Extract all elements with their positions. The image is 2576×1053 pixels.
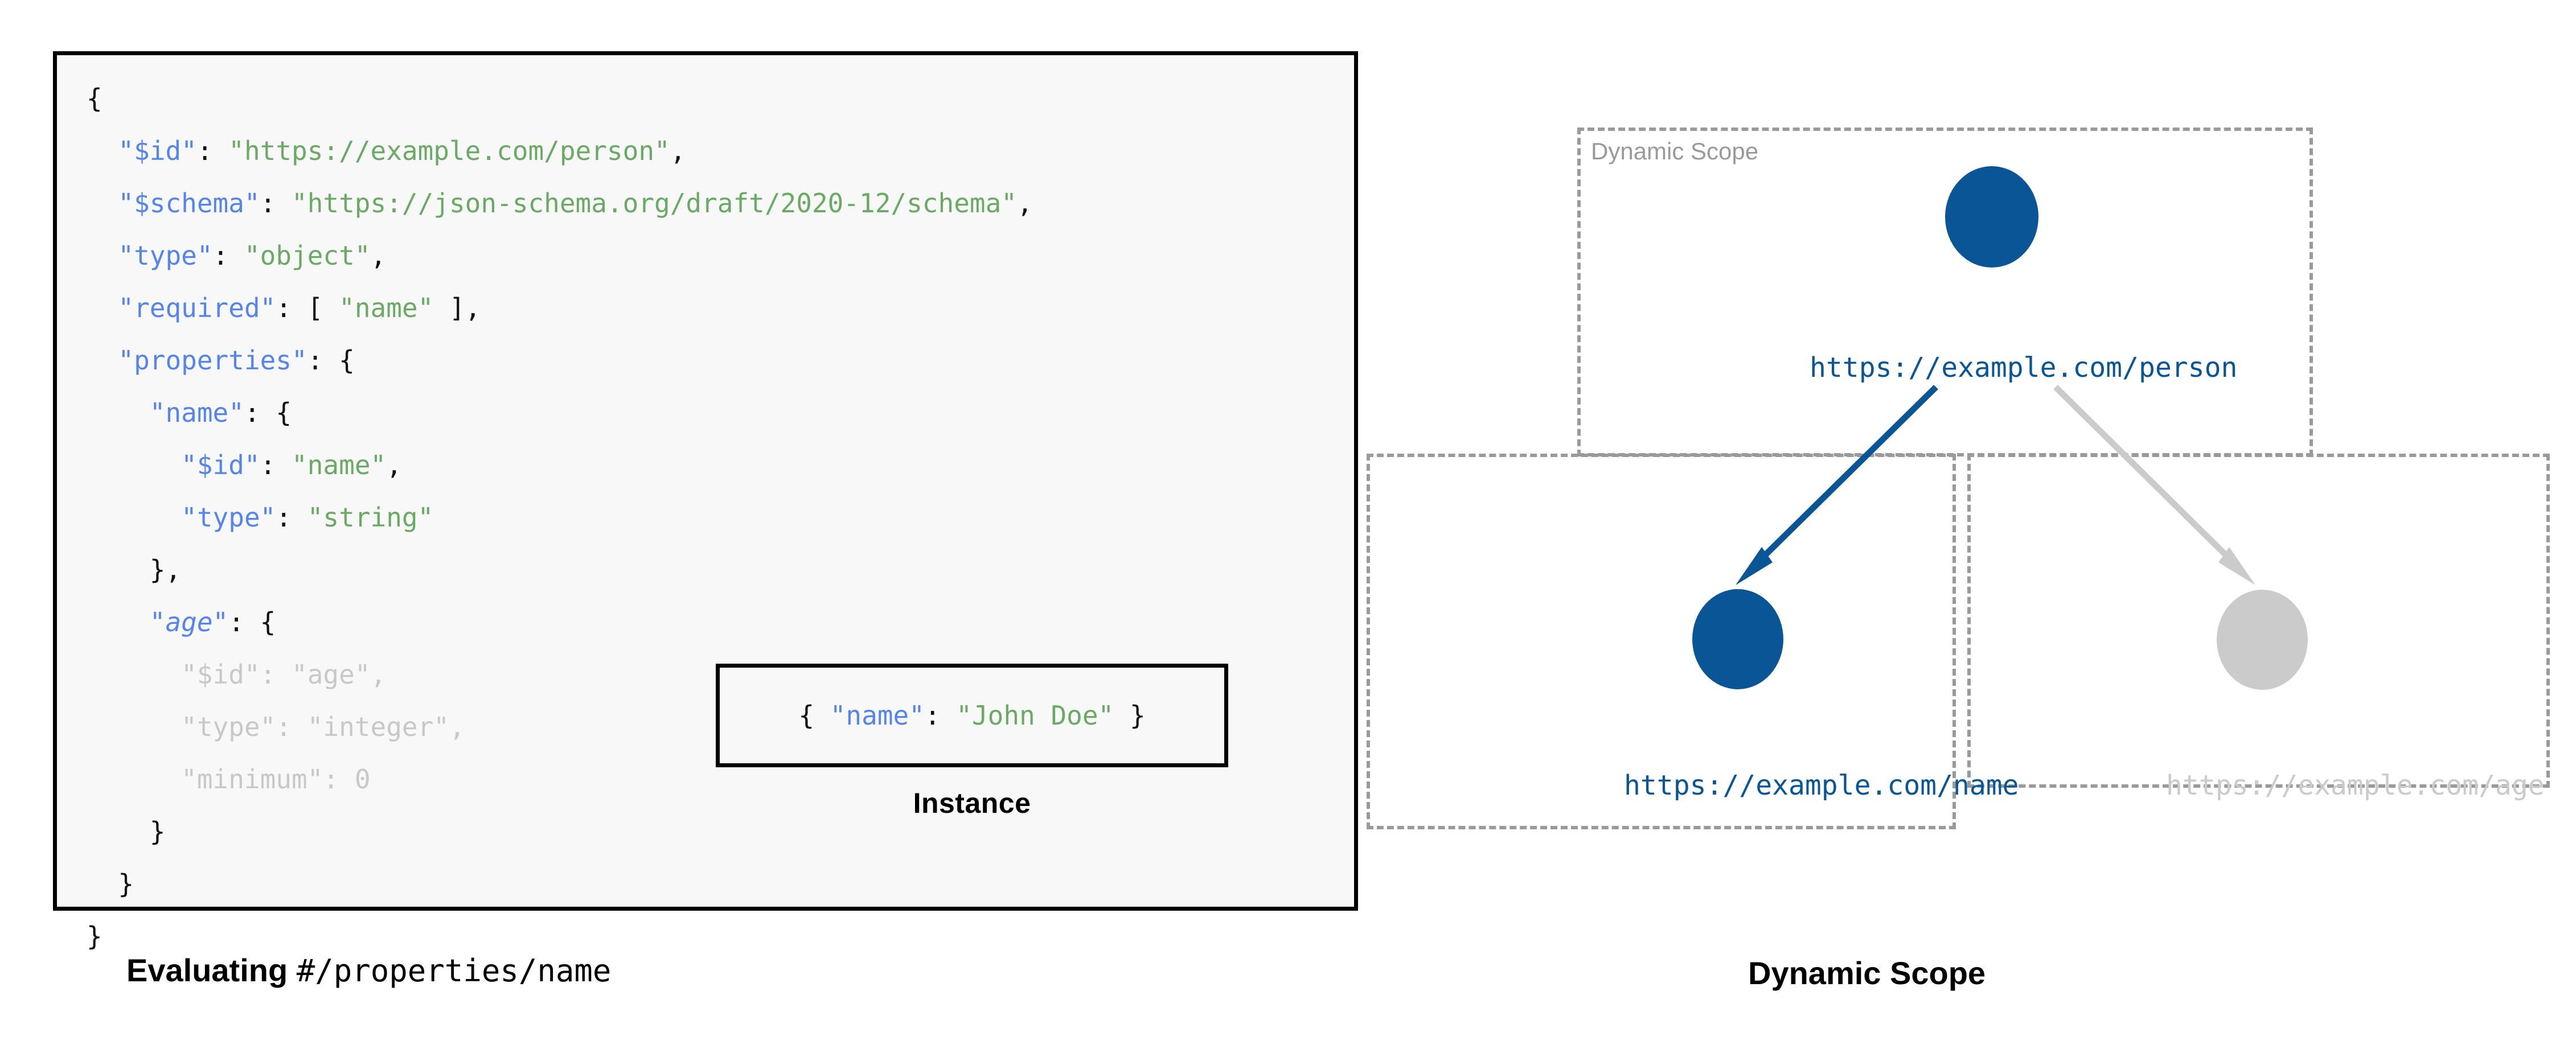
schema-line: "age": { — [87, 596, 1033, 648]
schema-line: } — [87, 910, 1033, 962]
schema-token: "properties" — [118, 345, 307, 376]
schema-token: "object" — [244, 240, 371, 271]
schema-line: "minimum": 0 — [87, 753, 1033, 805]
schema-panel: { "$id": "https://example.com/person", "… — [53, 51, 1358, 989]
schema-token: : — [323, 764, 355, 795]
schema-token: "https://example.com/person" — [228, 135, 670, 166]
schema-line: "$id": "name", — [87, 439, 1033, 491]
schema-token: "type" — [118, 240, 213, 271]
schema-token: "$id" — [118, 135, 197, 166]
instance-box: { "name": "John Doe" } — [716, 664, 1228, 767]
instance-token: : — [924, 700, 957, 731]
schema-token: { — [87, 83, 102, 114]
schema-line: "required": [ "name" ], — [87, 282, 1033, 334]
instance-group: { "name": "John Doe" } Instance — [716, 664, 1228, 820]
schema-token: "$id" — [181, 450, 260, 480]
instance-token: { — [798, 700, 830, 731]
schema-code-text: { "$id": "https://example.com/person", "… — [87, 72, 1033, 962]
schema-token: , — [370, 240, 387, 271]
scope-box-root — [1577, 127, 2313, 456]
schema-token: : — [196, 135, 229, 166]
schema-line: "type": "string" — [87, 491, 1033, 544]
schema-line: "type": "object", — [87, 229, 1033, 282]
schema-token: } — [149, 816, 166, 847]
schema-token: } — [118, 869, 134, 899]
schema-token: , — [1016, 188, 1033, 219]
schema-token: : { — [228, 607, 276, 637]
schema-token: : [ — [276, 293, 339, 323]
schema-token: : — [260, 659, 292, 690]
schema-token: "string" — [307, 502, 434, 533]
schema-token: : — [276, 502, 307, 533]
schema-token: } — [87, 921, 102, 952]
schema-line: "properties": { — [87, 334, 1033, 386]
node-name — [1692, 589, 1783, 689]
schema-line: { — [87, 72, 1033, 125]
schema-token: "https://json-schema.org/draft/2020-12/s… — [292, 188, 1017, 219]
schema-token: "name" — [149, 397, 244, 428]
schema-token: : — [260, 450, 292, 480]
schema-token: "$id" — [181, 659, 260, 690]
node-age-label: https://example.com/age — [2166, 770, 2545, 801]
schema-token: , — [370, 659, 387, 690]
schema-token: : { — [244, 397, 292, 428]
schema-line: "$id": "https://example.com/person", — [87, 125, 1033, 177]
schema-token: "name" — [339, 293, 434, 323]
instance-code-text: { "name": "John Doe" } — [798, 700, 1145, 731]
schema-token: , — [386, 450, 402, 480]
instance-token: } — [1114, 700, 1146, 731]
schema-code-block: { "$id": "https://example.com/person", "… — [53, 51, 1358, 952]
node-person-label: https://example.com/person — [1810, 352, 2238, 384]
schema-token: "name" — [292, 450, 387, 480]
schema-token: : — [260, 188, 292, 219]
schema-line: "type": "integer", — [87, 701, 1033, 753]
scope-box-name — [1367, 454, 1956, 829]
schema-token: "integer" — [307, 711, 449, 742]
scope-box-age — [1967, 454, 2550, 788]
dynamic-scope-caption: Dynamic Scope — [1748, 955, 1986, 991]
dynamic-scope-panel: Dynamic Scope https://example.com/person… — [1367, 0, 2576, 1053]
schema-token: "minimum" — [181, 764, 323, 795]
schema-token: }, — [149, 554, 182, 585]
schema-token: "age" — [149, 607, 229, 637]
schema-token: : — [276, 711, 307, 742]
schema-token: "$schema" — [118, 188, 260, 219]
schema-token: "type" — [181, 711, 276, 742]
schema-line: "$id": "age", — [87, 648, 1033, 701]
schema-line: "$schema": "https://json-schema.org/draf… — [87, 177, 1033, 229]
schema-token: , — [449, 711, 465, 742]
evaluating-caption-bold: Evaluating — [126, 952, 297, 988]
schema-line: } — [87, 858, 1033, 910]
schema-token: "required" — [118, 293, 276, 323]
evaluating-caption: Evaluating #/properties/name — [126, 952, 611, 989]
dynamic-scope-box-label: Dynamic Scope — [1591, 138, 1759, 164]
node-age — [2217, 590, 2308, 690]
instance-caption: Instance — [913, 787, 1031, 819]
instance-token: "John Doe" — [956, 700, 1114, 731]
evaluating-caption-pointer: #/properties/name — [296, 953, 612, 989]
schema-token: "age" — [292, 659, 371, 690]
node-person — [1945, 166, 2038, 268]
schema-token: 0 — [354, 764, 371, 795]
node-name-label: https://example.com/name — [1624, 770, 2019, 801]
schema-token: : — [212, 240, 244, 271]
schema-token: , — [670, 135, 686, 166]
schema-token: "type" — [181, 502, 276, 533]
schema-token: : { — [307, 345, 355, 376]
schema-line: "name": { — [87, 386, 1033, 439]
instance-token: "name" — [830, 700, 925, 731]
schema-line: } — [87, 805, 1033, 858]
schema-line: }, — [87, 544, 1033, 596]
schema-token: ], — [433, 293, 481, 323]
